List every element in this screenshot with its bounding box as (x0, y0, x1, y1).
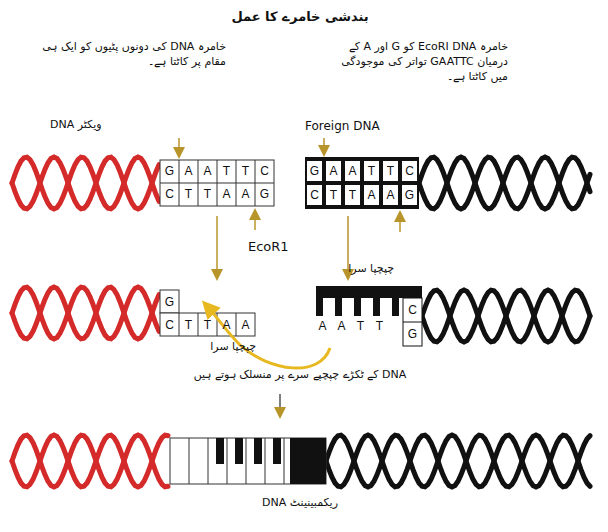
base-letter: A (198, 165, 217, 177)
comb-tooth (316, 298, 323, 316)
base-letter: A (381, 189, 400, 201)
base-letter: T (381, 165, 400, 177)
base-letter: T (179, 188, 198, 200)
base-letter: A (179, 165, 198, 177)
base-letter: G (160, 296, 179, 308)
helix-strand (12, 157, 159, 209)
helix-strand (419, 157, 590, 209)
base-letter: T (351, 320, 370, 332)
cell-divider (265, 438, 266, 484)
base-letter: T (343, 189, 362, 201)
base-letter: C (305, 189, 324, 201)
cell-divider (255, 160, 256, 206)
base-letter: T (362, 165, 381, 177)
helix-strand (12, 287, 159, 339)
joining-arrow (206, 305, 330, 368)
cut-arrow (399, 213, 401, 232)
cell-divider (198, 313, 199, 336)
base-letter: C (400, 165, 419, 177)
cell-divider (198, 160, 199, 206)
step-note: DNA کے ٹکڑے چپچپے سرے پر منسلک ہوتے ہیں (150, 368, 450, 383)
note: خامرہ EcoRI DNA کو G اور A کے درمیان GAA… (330, 40, 508, 85)
comb-tooth (354, 298, 361, 316)
cell-divider (179, 160, 180, 206)
base-letter: T (236, 165, 255, 177)
sticky-end-fragment (316, 286, 422, 346)
cell-divider (236, 160, 237, 206)
base-letter: A (236, 319, 255, 331)
helix-strand (12, 435, 168, 487)
recombinant-junction (170, 438, 326, 484)
helix-strand (12, 157, 159, 209)
cut-arrow (254, 211, 256, 230)
cell-divider (217, 160, 218, 206)
cell-divider (246, 438, 247, 484)
sequence-box (305, 157, 419, 209)
cut-arrow (178, 138, 180, 156)
base-letter: G (255, 188, 274, 200)
comb-tooth (235, 438, 243, 464)
note: خامرہ DNA کی دونوں پٹیوں کو ایک ہی مقام … (36, 40, 226, 70)
base-letter: A (313, 320, 332, 332)
sticky-end-fragment (160, 290, 255, 336)
cell-divider (227, 438, 228, 484)
dna-helix (12, 157, 590, 487)
base-letter: A (324, 165, 343, 177)
comb-tooth (373, 298, 380, 316)
base-letter: A (332, 320, 351, 332)
helix-strand (419, 157, 590, 209)
cell-divider (179, 313, 180, 336)
comb-tooth (273, 438, 281, 464)
sticky-end-label: چپچپا سرا (318, 262, 394, 277)
process-arrow (216, 216, 218, 278)
helix-strand (326, 435, 590, 487)
comb-tooth (254, 438, 262, 464)
base-letter: G (160, 165, 179, 177)
cell-divider (284, 438, 285, 484)
cell-divider (208, 438, 209, 484)
base-letter: T (324, 189, 343, 201)
cut-arrow (323, 138, 325, 154)
comb-tooth (335, 298, 342, 316)
base-letter: A (217, 188, 236, 200)
helix-strand (12, 435, 168, 487)
base-letter: T (198, 188, 217, 200)
title: بندشی خامرے کا عمل (200, 8, 400, 26)
base-letter: A (217, 319, 236, 331)
helix-strand (422, 290, 590, 342)
cell-divider (189, 438, 190, 484)
base-letter: A (236, 188, 255, 200)
process-arrow (279, 394, 281, 416)
sequence-box (160, 160, 274, 206)
base-letter: C (255, 165, 274, 177)
base-letter: A (343, 165, 362, 177)
base-letter: G (305, 165, 324, 177)
base-letter: T (179, 319, 198, 331)
part-label: ویکٹر DNA (50, 118, 150, 133)
base-letter: C (160, 188, 179, 200)
base-letter: A (362, 189, 381, 201)
helix-strand (422, 290, 590, 342)
part-label: ریکمبینینٹ DNA (220, 496, 380, 511)
base-letter: G (400, 189, 419, 201)
part-label: Foreign DNA (305, 118, 425, 134)
enzyme-label: EcoR1 (248, 238, 318, 256)
comb-tooth (392, 298, 399, 316)
base-letter: T (217, 165, 236, 177)
base-letter: T (370, 320, 389, 332)
base-letter: T (198, 319, 217, 331)
base-letter: C (160, 319, 179, 331)
base-letter: C (403, 304, 422, 316)
sticky-end-label: چپچپا سرا (180, 340, 256, 355)
cell-divider (236, 313, 237, 336)
helix-strand (326, 435, 590, 487)
helix-strand (12, 287, 159, 339)
base-letter: G (403, 328, 422, 340)
comb-tooth (216, 438, 224, 464)
